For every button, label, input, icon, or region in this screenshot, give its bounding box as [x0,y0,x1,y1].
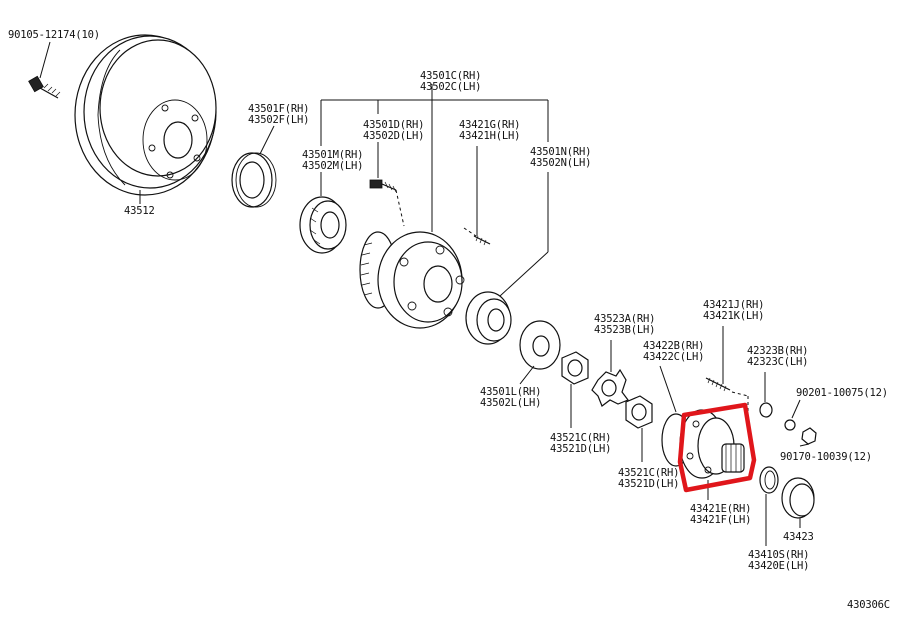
label-bolt-43501D-rh: 43501D(RH) [363,119,424,131]
brake-disc-43512 [74,34,217,196]
bolt-90105 [28,75,61,99]
label-cone-42323B-lh: 42323C(LH) [747,356,808,368]
label-nut-43521C-first-lh: 43521D(LH) [550,443,611,455]
label-cap-43423: 43423 [783,531,814,543]
label-cone-42323B-rh: 42323B(RH) [747,345,808,357]
label-flange-43421E-rh: 43421E(RH) [690,503,751,515]
label-nut-43521C-first-rh: 43521C(RH) [550,432,611,444]
label-seal-43501F-lh: 43502F(LH) [248,114,309,126]
nut-43521C-second [625,395,653,429]
label-nut-90170: 90170-10039(12) [780,451,872,463]
washer-43501L [519,320,561,370]
label-washer-43501L-rh: 43501L(RH) [480,386,541,398]
part-labels: 90105-12174(10) 43512 43501F(RH) 43502F(… [8,29,890,611]
bearing-43501N [465,291,512,345]
label-bolt-43501D-lh: 43502D(LH) [363,130,424,142]
lock-washer-43523A [591,368,629,407]
stud-43421G [473,235,491,246]
label-snap-ring-43410S-lh: 43420E(LH) [748,560,809,572]
label-bearing-43501M-rh: 43501M(RH) [302,149,363,161]
label-stud-43421J-rh: 43421J(RH) [703,299,764,311]
label-snap-ring-43410S-rh: 43410S(RH) [748,549,809,561]
label-bolt-90105: 90105-12174(10) [8,29,100,41]
label-hub-43501C-rh: 43501C(RH) [420,70,481,82]
label-seal-43501F-rh: 43501F(RH) [248,103,309,115]
label-bearing-43501N-rh: 43501N(RH) [530,146,591,158]
nut-90170 [801,427,817,445]
label-washer-43501L-lh: 43502L(LH) [480,397,541,409]
label-disc-43512: 43512 [124,205,155,217]
label-washer-90201: 90201-10075(12) [796,387,888,399]
label-nut-43523A-lh: 43523B(LH) [594,324,655,336]
washer-90201 [784,419,796,431]
figure-code: 430306C [847,599,890,611]
label-flange-43421E-lh: 43421F(LH) [690,514,751,526]
snap-ring-43410S [759,466,779,494]
bearing-43501M [299,196,347,254]
label-nut-43521C-second-rh: 43521C(RH) [618,467,679,479]
cone-washer-42323B [759,402,773,418]
highlight-frame [677,402,757,493]
seal-43501F [231,152,277,208]
nut-43521C-first [561,351,589,385]
hub-43501C [359,231,465,329]
label-gasket-43422B-rh: 43422B(RH) [643,340,704,352]
label-bearing-43501N-lh: 43502N(LH) [530,157,591,169]
cap-43423 [781,477,815,519]
leader-lines [39,41,810,546]
label-hub-43501C-lh: 43502C(LH) [420,81,481,93]
label-stud-43421G-rh: 43421G(RH) [459,119,520,131]
label-gasket-43422B-lh: 43422C(LH) [643,351,704,363]
label-bearing-43501M-lh: 43502M(LH) [302,160,363,172]
flange-43421E [679,409,745,479]
label-stud-43421J-lh: 43421K(LH) [703,310,764,322]
label-nut-43521C-second-lh: 43521D(LH) [618,478,679,490]
bolt-43501D [369,179,397,193]
label-nut-43523A-rh: 43523A(RH) [594,313,655,325]
label-stud-43421G-lh: 43421H(LH) [459,130,520,142]
stud-43421J [705,377,731,392]
